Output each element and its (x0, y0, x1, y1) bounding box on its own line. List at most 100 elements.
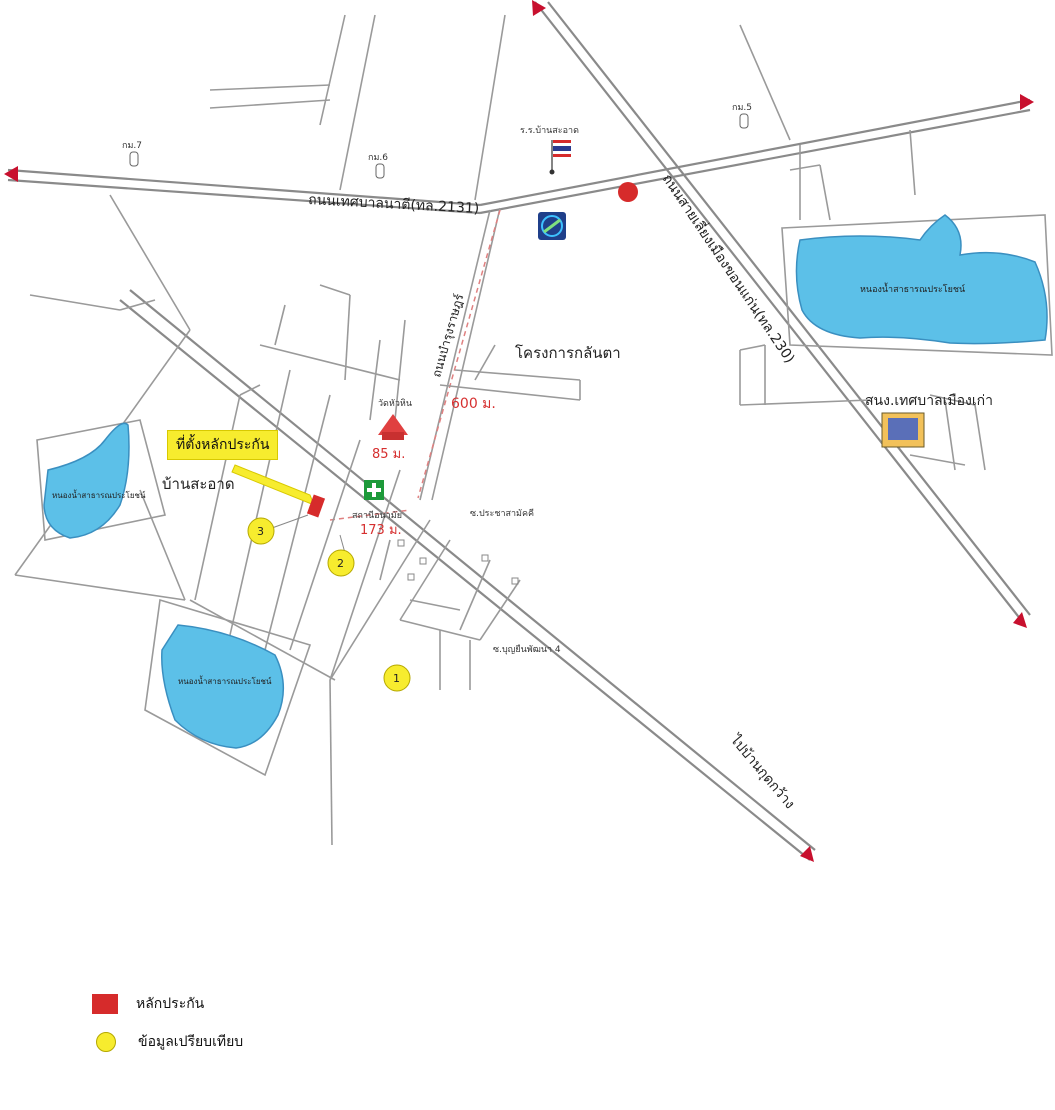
temple: วัดหัวหิน (378, 398, 412, 440)
km-marker: กม.7 (122, 141, 142, 167)
road-bamrung-2 (431, 207, 501, 501)
arrow-east (1020, 94, 1034, 110)
road-minor (14, 574, 186, 601)
km-post-icon (739, 113, 749, 129)
road-minor (409, 599, 461, 611)
road-minor (329, 469, 401, 681)
cross-h (367, 488, 381, 492)
road-minor (344, 294, 351, 381)
arrow-southeast (1013, 612, 1027, 628)
dist-line-600 (417, 209, 501, 499)
marker-leader (271, 514, 309, 529)
legend-collateral: หลักประกัน (92, 985, 243, 1023)
road-minor (929, 394, 976, 406)
legend-comparables: ข้อมูลเปรียบเทียบ (92, 1023, 243, 1061)
soi-pracha-label: ซ.ประชาสามัคคี (470, 508, 534, 519)
road-thetsaban-west-2 (7, 178, 481, 215)
school: ร.ร.บ้านสะอาด (520, 125, 579, 175)
road-thetsaban-west (7, 168, 481, 207)
road-minor (289, 439, 361, 651)
pond-large-label: หนองน้ำสาธารณประโยชน์ (860, 282, 965, 295)
km-post-icon (129, 151, 139, 167)
road-thetsaban-east-2 (479, 108, 1031, 215)
flag-base (549, 169, 555, 175)
collateral-swatch-icon (92, 994, 118, 1014)
legend: หลักประกัน ข้อมูลเปรียบเทียบ (92, 985, 243, 1061)
pond-bottom-label: หนองน้ำสาธารณประโยชน์ (178, 675, 272, 686)
km-label: กม.6 (368, 153, 388, 163)
road-minor (209, 99, 331, 109)
arrow-north (532, 0, 546, 16)
ptt-logo-ring (541, 215, 563, 237)
arrow-west (4, 166, 18, 182)
project-label: โครงการกลันตา (515, 344, 621, 362)
road-minor (479, 579, 521, 641)
comparable-marker[interactable]: 3 (247, 514, 309, 545)
marker-circle[interactable] (247, 517, 275, 545)
km-label: กม.5 (732, 103, 752, 113)
minor-roads (14, 14, 986, 846)
road-minor (229, 369, 291, 636)
road-arrows (4, 0, 1034, 862)
road-minor (329, 519, 431, 681)
road-minor (739, 344, 766, 351)
ptt-logo-stripe (543, 218, 561, 234)
legend-collateral-label: หลักประกัน (136, 996, 205, 1012)
road-minor (474, 14, 506, 201)
temple-icon (378, 414, 408, 435)
soi-bunyuen-label: ซ.บุญยืนพัฒนา 4 (493, 644, 561, 655)
road-minor (379, 539, 391, 581)
road-minor (454, 369, 581, 381)
thai-flag-stripe (553, 146, 571, 151)
thai-flag-stripe (553, 151, 571, 154)
buildings (397, 539, 519, 585)
marker-circle[interactable] (327, 549, 355, 577)
road-minor (109, 194, 191, 331)
road-label-sai-muang: ถนนสายเลี่ยงเมืองขอนแก่น(ทล.230) (659, 170, 799, 366)
road-minor (474, 344, 496, 381)
school-label: ร.ร.บ้านสะอาด (520, 125, 579, 136)
pond-left-label: หนองน้ำสาธารณประโยชน์ (52, 489, 146, 500)
marker-number: 3 (257, 525, 264, 538)
building-icon (511, 577, 519, 585)
road-minor (329, 679, 333, 846)
road-kut-kwang (119, 299, 811, 861)
road-minor (274, 304, 286, 346)
pond-left (43, 422, 130, 539)
road-minor (399, 539, 451, 621)
road-minor (264, 394, 331, 651)
road-minor (194, 394, 241, 601)
road-sai-muang-2 (547, 1, 1031, 616)
collateral-marker[interactable] (306, 494, 326, 518)
main-roads (7, 1, 1031, 861)
municipality-window (888, 418, 918, 440)
collateral-callout: ที่ตั้งหลักประกัน (167, 430, 279, 460)
road-kut-kwang-2 (129, 289, 816, 851)
comparable-marker[interactable]: 2 (327, 534, 355, 577)
road-minor (459, 559, 491, 631)
shop-poi (538, 182, 638, 240)
road-minor (239, 384, 261, 396)
municipality-label: สนง.เทศบาลเมืองเก่า (865, 393, 993, 409)
marker-number: 1 (393, 672, 400, 685)
km-marker: กม.6 (368, 153, 388, 179)
thai-flag-stripe (553, 154, 571, 157)
health-center: สถานีอนามัย (352, 480, 402, 521)
road-minor (739, 24, 791, 141)
shop-icon (618, 182, 638, 202)
distance-600: 600 ม. (451, 396, 496, 412)
road-minor (189, 599, 336, 681)
road-minor (909, 129, 916, 196)
comparable-marker[interactable]: 1 (383, 664, 411, 692)
temple-label: วัดหัวหิน (378, 398, 412, 409)
road-minor (209, 84, 331, 91)
thai-flag-icon (553, 140, 571, 143)
km-label: กม.7 (122, 141, 142, 151)
km-marker: กม.5 (732, 103, 752, 129)
thai-flag-stripe (553, 143, 571, 146)
road-sai-muang (534, 1, 1026, 626)
arrow-kut-kwang (800, 846, 814, 862)
road-minor (319, 284, 351, 296)
health-center-label: สถานีอนามัย (352, 510, 402, 521)
marker-circle[interactable] (383, 664, 411, 692)
